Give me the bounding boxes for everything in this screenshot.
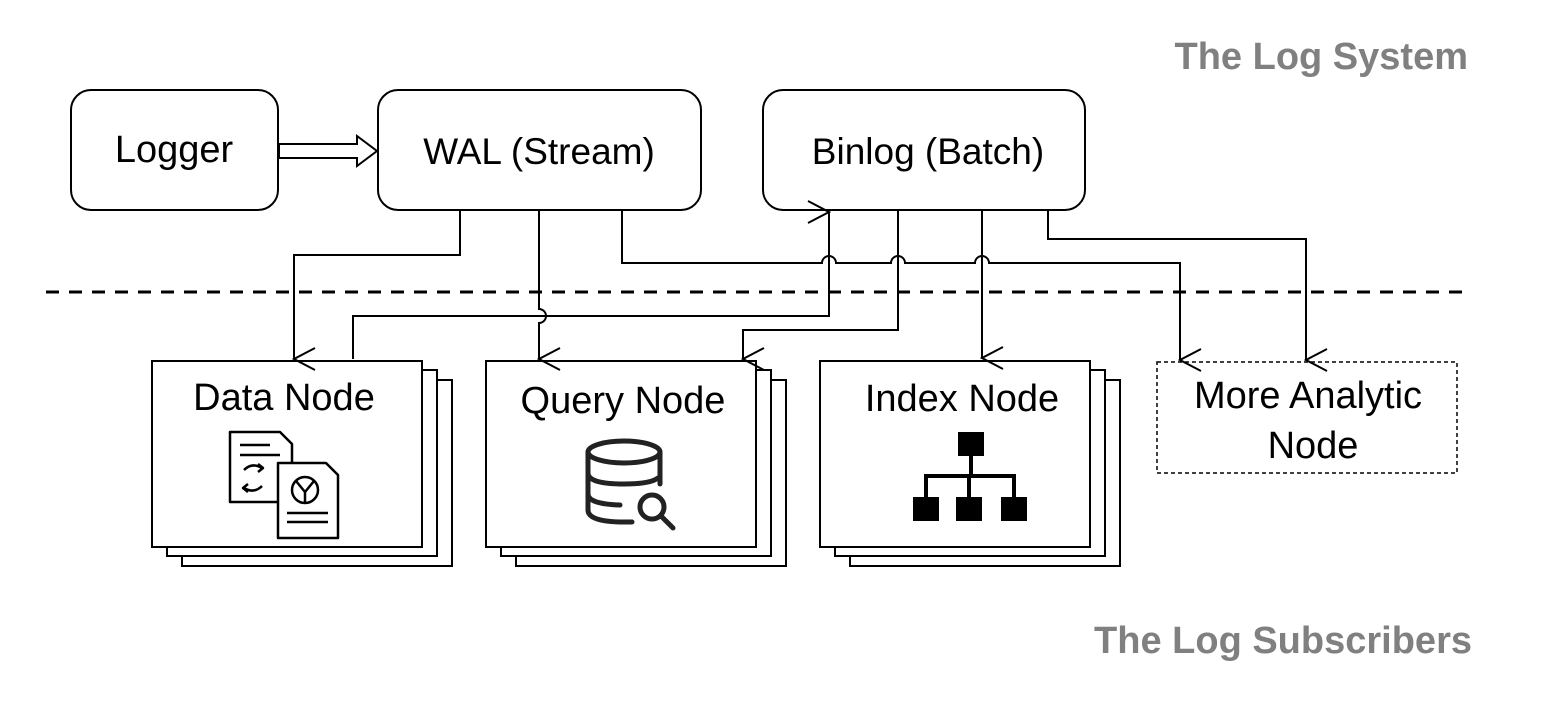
logger-to-wal-hollow-arrow — [278, 134, 379, 168]
binlog-to-query-node-arrow — [743, 210, 899, 359]
binlog-batch-label: Binlog (Batch) — [812, 131, 1044, 172]
index-node-label: Index Node — [865, 378, 1059, 420]
log-subscribers-title: The Log Subscribers — [1094, 620, 1472, 662]
wal-to-analytic-node-arrow — [621, 210, 1180, 360]
hierarchy-tree-icon — [913, 432, 1027, 521]
logger-box: Logger — [70, 89, 279, 211]
documents-exchange-icon — [228, 430, 340, 540]
wal-to-query-node-arrow — [539, 210, 546, 359]
binlog-to-analytic-node-arrow — [1047, 210, 1306, 360]
logger-label: Logger — [115, 129, 234, 171]
log-system-title: The Log System — [1174, 36, 1469, 78]
data-node-label: Data Node — [193, 377, 375, 419]
more-analytic-node-box — [1156, 361, 1458, 474]
wal-stream-label: WAL (Stream) — [423, 131, 655, 172]
wal-stream-box: WAL (Stream) — [377, 89, 702, 211]
analytic-node-label-line2: Node — [1268, 425, 1359, 467]
wal-to-data-node-arrow — [294, 210, 461, 359]
binlog-batch-box: Binlog (Batch) — [762, 89, 1086, 211]
data-node-to-binlog-arrow — [352, 212, 829, 359]
analytic-node-label-line1: More Analytic — [1194, 375, 1422, 417]
query-node-label: Query Node — [521, 380, 726, 422]
database-search-icon — [585, 438, 676, 531]
query-node-stack — [485, 360, 787, 567]
